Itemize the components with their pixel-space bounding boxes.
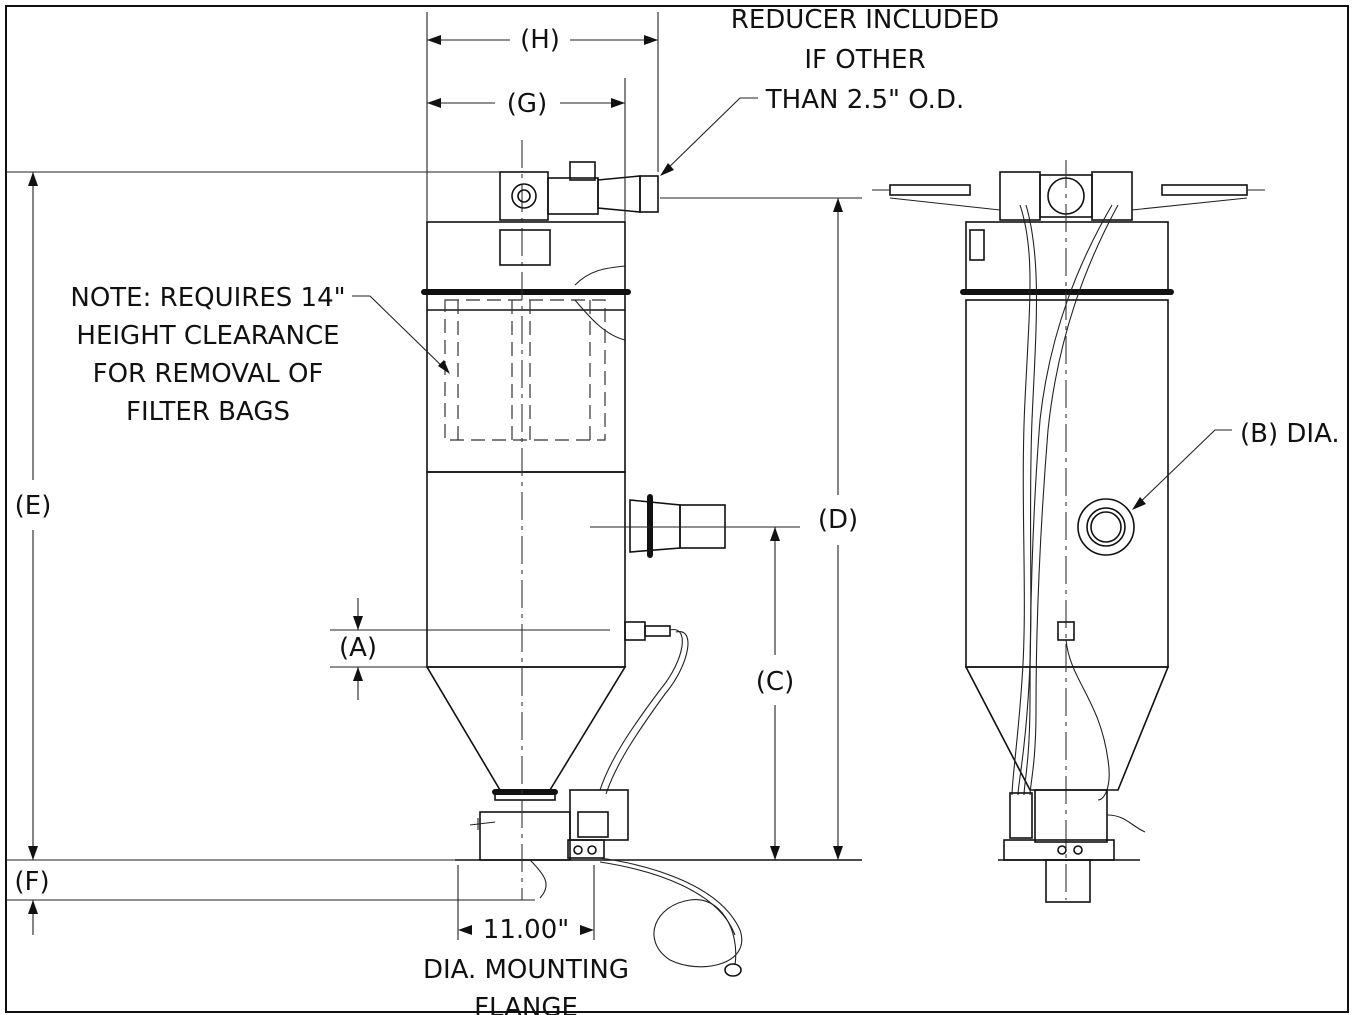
flange-line-1: DIA. MOUNTING bbox=[423, 955, 629, 985]
dim-c-label: (C) bbox=[756, 667, 794, 697]
note-line-4: FILTER BAGS bbox=[126, 397, 290, 427]
reducer-line-2: IF OTHER bbox=[804, 45, 925, 75]
annotations: REDUCER INCLUDED IF OTHER THAN 2.5" O.D.… bbox=[14, 5, 1339, 1015]
flange-dimension: 11.00" bbox=[483, 915, 569, 945]
dim-a-label: (A) bbox=[339, 633, 377, 663]
drawing-border bbox=[5, 5, 1349, 1013]
dimension-lines bbox=[6, 12, 1232, 940]
note-line-1: NOTE: REQUIRES 14" bbox=[70, 283, 345, 313]
dim-e-label: (E) bbox=[15, 491, 52, 521]
dim-b-label: (B) DIA. bbox=[1240, 419, 1340, 449]
note-line-2: HEIGHT CLEARANCE bbox=[76, 321, 339, 351]
flange-line-2: FLANGE bbox=[474, 993, 578, 1015]
dim-h-label: (H) bbox=[520, 25, 560, 55]
note-line-3: FOR REMOVAL OF bbox=[93, 359, 324, 389]
front-view bbox=[872, 160, 1265, 903]
dim-d-label: (D) bbox=[818, 505, 858, 535]
side-view bbox=[421, 140, 862, 977]
dim-f-label: (F) bbox=[14, 867, 49, 897]
dim-g-label: (G) bbox=[507, 89, 547, 119]
reducer-line-3: THAN 2.5" O.D. bbox=[765, 85, 964, 115]
reducer-line-1: REDUCER INCLUDED bbox=[731, 5, 999, 35]
